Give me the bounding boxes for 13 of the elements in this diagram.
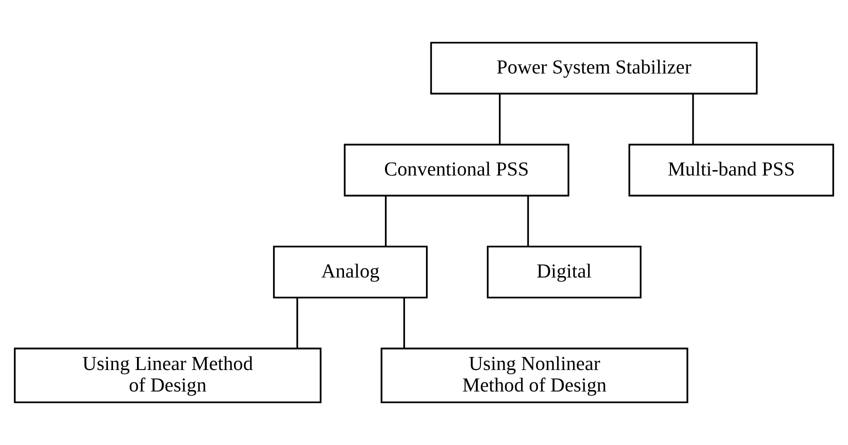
node-box: Conventional PSS bbox=[344, 144, 570, 196]
connector bbox=[384, 196, 387, 246]
node-box: Using Nonlinear Method of Design bbox=[380, 348, 688, 404]
node-box: Digital bbox=[486, 246, 642, 298]
connector bbox=[498, 94, 501, 144]
connector bbox=[527, 196, 529, 246]
node-box: Using Linear Method of Design bbox=[14, 348, 322, 404]
connector bbox=[692, 94, 694, 144]
node-box: Analog bbox=[273, 246, 428, 298]
node-box: Power System Stabilizer bbox=[430, 42, 758, 94]
node-box: Multi-band PSS bbox=[628, 144, 834, 196]
connector bbox=[296, 298, 298, 348]
connector bbox=[403, 298, 406, 348]
